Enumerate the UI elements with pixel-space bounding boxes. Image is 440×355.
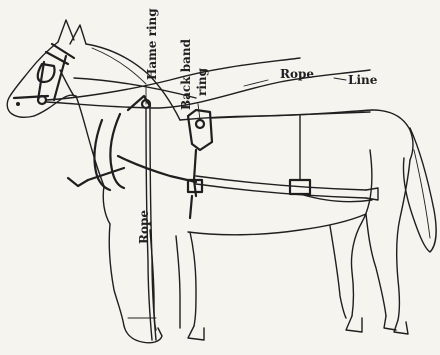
horse-neck-crest [86,44,180,120]
hind-hoof-rear-inner [384,316,396,330]
trace-lower [196,184,366,198]
horse-neck-underside [76,96,104,186]
label-line: Line [348,73,378,87]
hind-leg-rear-inner [366,214,386,316]
bridle-throat-latch [60,70,74,96]
back-band-ring [196,120,204,128]
crupper-strap [210,112,370,118]
fore-hoof-far [188,326,204,340]
hame-tug [118,156,196,182]
fore-leg-near-front [109,224,124,326]
collar-back [110,114,124,188]
back-band [188,110,212,218]
label-hame-ring: Hame ring [145,8,159,80]
horse-ear-back [58,20,74,42]
label-back-band: Back band [179,38,193,110]
horse-rump [372,110,413,160]
breast-strap [88,168,124,180]
leader-back-band-ring [198,104,200,120]
label-rope-side: Rope [137,210,151,244]
hind-hoof-rear [394,320,408,334]
girth-strap [190,196,192,218]
label-back-band-ring: ring [195,67,209,96]
belly-band [194,150,196,196]
horse-chest [103,186,110,224]
collar-and-hames [68,96,196,190]
traces [196,176,378,200]
breast-strap-buckle [68,178,88,186]
horse-belly [188,214,366,235]
horse-nostril [16,102,20,106]
fore-leg-far-outline [190,232,196,326]
fore-leg-far-inner [176,236,180,328]
leader-line [334,78,346,80]
horse-tail [403,128,436,252]
trace-end [366,188,378,200]
saddle-pad [188,110,212,150]
hind-hoof-near [346,316,362,332]
hind-leg-rear-outline [397,160,410,320]
label-rope-top: Rope [280,67,314,81]
hind-leg-near-inner [330,226,346,318]
